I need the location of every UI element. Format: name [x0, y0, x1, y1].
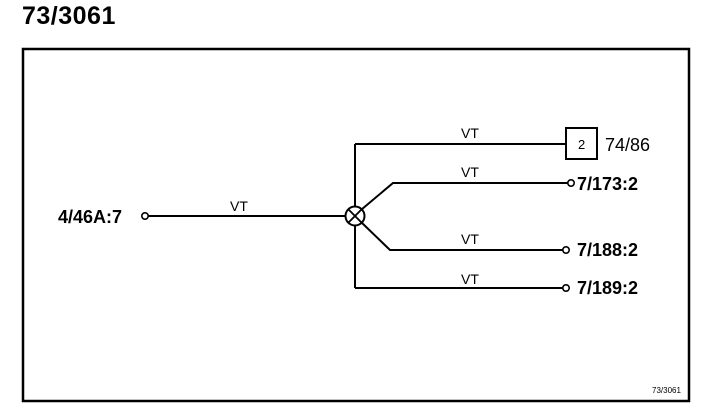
branch-1-wire-color: VT — [461, 125, 479, 141]
source-wire-color: VT — [230, 198, 248, 214]
splice-point — [344, 205, 366, 227]
source-terminal — [141, 212, 150, 221]
branch-2-terminal — [566, 179, 575, 188]
source-label: 4/46A:7 — [58, 207, 122, 227]
footer-ref: 73/3061 — [652, 386, 681, 395]
branch-4-target: 7/189:2 — [577, 278, 638, 298]
page-title: 73/3061 — [22, 2, 116, 30]
connector-box — [565, 127, 598, 160]
branch-3-terminal — [561, 246, 570, 255]
branch-4-wire-color: VT — [461, 271, 479, 287]
branch-4-terminal — [561, 283, 570, 292]
branch-2-wire-color: VT — [461, 164, 479, 180]
branch-3-target: 7/188:2 — [577, 240, 638, 260]
connector-number: 2 — [578, 137, 585, 152]
branch-3-wire — [360, 221, 563, 251]
branch-3-wire-color: VT — [461, 231, 479, 247]
branch-2-target: 7/173:2 — [577, 174, 638, 194]
branch-2-wire — [360, 182, 568, 211]
diagram-frame — [21, 47, 691, 403]
branch-1-target: 74/86 — [605, 135, 650, 155]
